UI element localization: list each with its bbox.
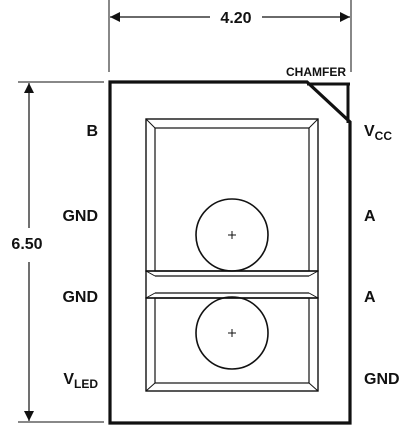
lower-window-outer: [145, 297, 319, 392]
upper-bevel-tr: [308, 118, 319, 129]
separator-bevel-br: [308, 292, 319, 299]
lower-bevel-bl: [145, 382, 156, 392]
separator-band: [145, 270, 319, 299]
height-dimension-label: 6.50: [11, 236, 42, 253]
separator-bevel-tr: [308, 270, 319, 277]
pin-label-left-3: GND: [62, 289, 98, 306]
pin-label-right-4: GND: [364, 371, 400, 388]
lower-lens-circle: [195, 296, 269, 370]
upper-lens-circle: [195, 198, 269, 272]
upper-lens-window: [145, 118, 319, 272]
height-dimension: 6.50: [11, 81, 104, 423]
upper-lens: [195, 198, 269, 272]
pin-label-left-4: VLED: [63, 371, 98, 391]
pin-label-left-2: GND: [62, 208, 98, 225]
lower-window-inner: [154, 297, 310, 384]
pin-label-left-1: B: [86, 123, 98, 140]
chamfer-label: CHAMFER: [286, 65, 346, 79]
pin-label-right-2: A: [364, 208, 376, 225]
width-dimension: 4.20: [108, 0, 352, 72]
separator-bevel-bl: [145, 292, 156, 299]
pin-label-right-3: A: [364, 289, 376, 306]
package-body: [108, 80, 352, 425]
lower-bevel-br: [308, 382, 319, 392]
lower-lens-window: [145, 297, 319, 392]
pin-label-right-1: VCC: [364, 123, 392, 143]
chamfer-line: [308, 83, 349, 122]
separator-outer: [145, 270, 319, 299]
separator-bevel-tl: [145, 270, 156, 277]
width-dimension-label: 4.20: [220, 10, 251, 27]
lower-lens: [195, 296, 269, 370]
upper-window-outer: [145, 118, 319, 272]
upper-bevel-tl: [145, 118, 156, 129]
